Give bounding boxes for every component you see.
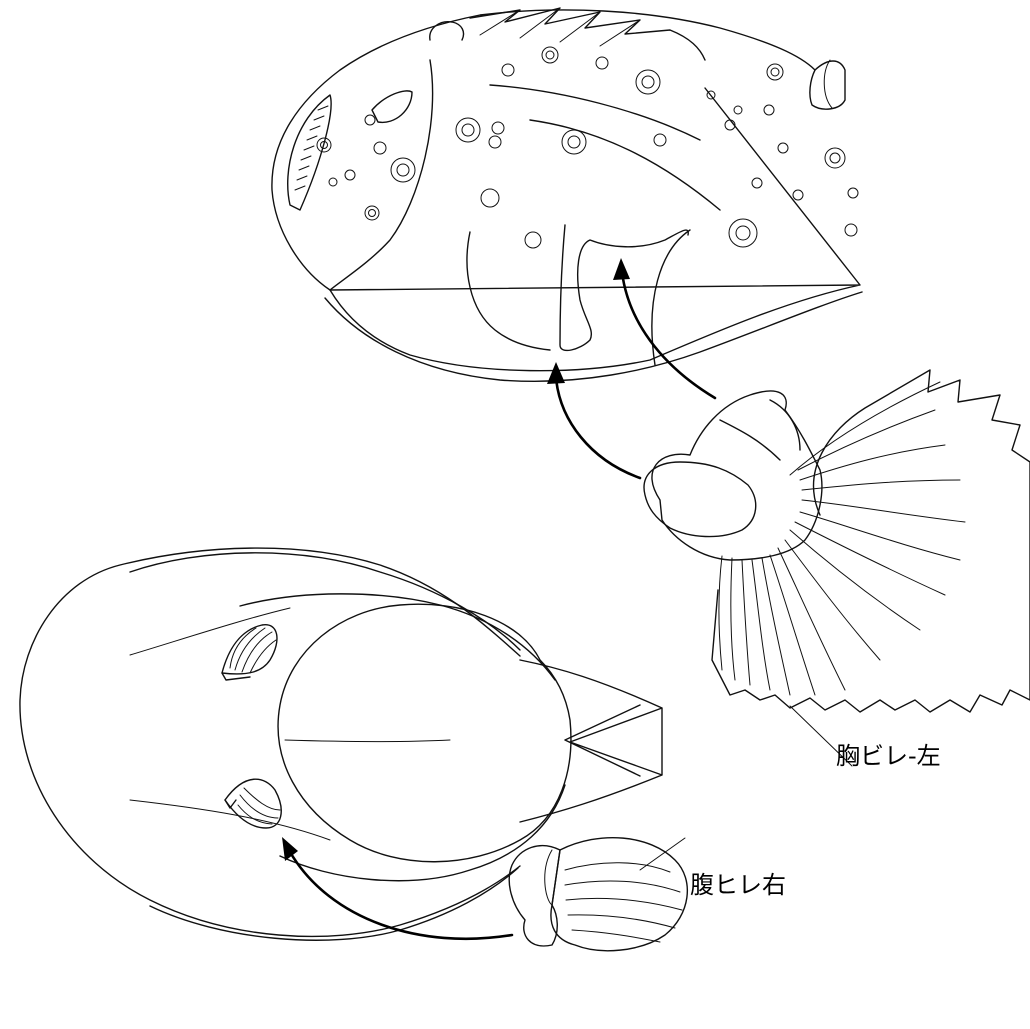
lateral-line-upper [490,85,700,140]
lateral-line-mid [530,120,720,210]
body-spots [317,47,858,248]
head-bump [430,22,464,40]
pectoral-fan-outline [712,370,1030,712]
ventral-fin-body [551,838,687,951]
pectoral-fin-left-part [644,370,1030,766]
mouth-outline [288,95,331,210]
tail-stripe [824,60,832,108]
fish-side-view [272,8,862,381]
label-pectoral-fin-left: 胸ビレ-左 [836,744,941,768]
side-body-outline [272,10,860,371]
ventral-fin-rays [565,863,682,942]
spiracle [372,91,412,122]
dorsal-spine-lines [480,8,640,46]
arrow-ventral-to-body [290,852,512,939]
tail-stub [810,61,845,109]
arrow-pectoral-to-slot-a [622,272,715,398]
dorsal-spines [470,8,705,60]
ventral-fin-right-part [509,838,687,951]
arrowhead-icon [547,362,565,384]
pectoral-lobe [644,462,756,537]
top-centerline [285,740,450,742]
pectoral-base [652,391,822,560]
top-head-disc [278,604,571,862]
top-tail [520,660,662,822]
ventral-fin-upper-mounted [222,625,277,680]
ventral-fin-fold [467,232,550,350]
ventral-fin-lower-mounted [225,779,281,828]
top-head-ring [240,594,565,881]
ventral-fin-divider [545,850,552,905]
arrow-pectoral-to-slot-b [556,378,640,478]
pectoral-fold [720,420,780,460]
arrowhead-icon [613,258,630,280]
ventral-fin-cap [509,846,560,946]
fish-top-view [20,548,662,940]
pectoral-rays [719,382,965,695]
label-ventral-fin-right: 腹ヒレ右 [690,873,786,897]
